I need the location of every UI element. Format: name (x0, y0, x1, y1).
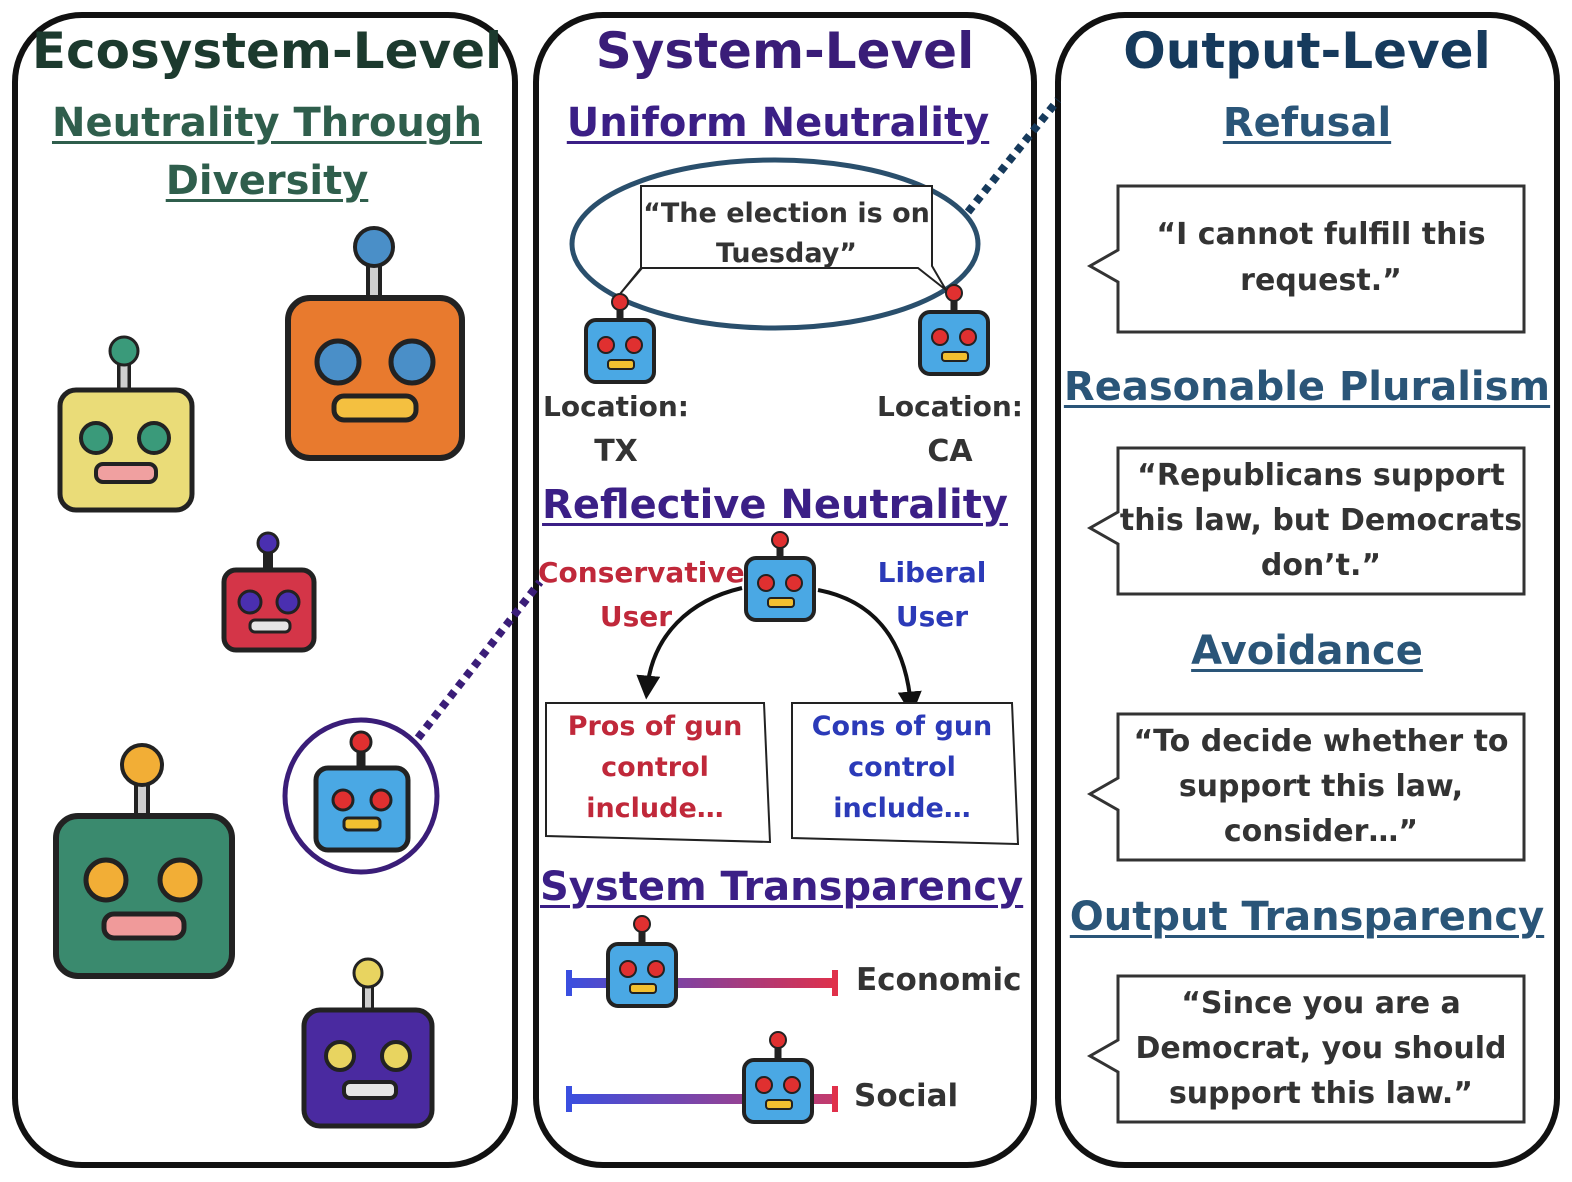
tx-location-label: Location: (543, 390, 689, 423)
tx-location-value: TX (594, 434, 638, 469)
pluralism-quote-line2: this law, but Democrats (1119, 503, 1523, 538)
refusal-quote-line2: request.” (1240, 263, 1402, 298)
green-robot-icon (53, 743, 235, 979)
transparency-quote-line1: “Since you are a (1181, 986, 1461, 1021)
cons-box (791, 702, 1020, 846)
output-transparency-heading: Output Transparency (1069, 894, 1545, 940)
pros-box (545, 702, 772, 844)
transparency-quote-line2: Democrat, you should (1135, 1031, 1507, 1066)
uniform-quote-line2: Tuesday” (715, 238, 858, 269)
refusal-quote-line1: “I cannot fulfill this (1156, 217, 1486, 252)
pluralism-bubble (1086, 446, 1526, 596)
pluralism-quote: “Republicans support this law, but Democ… (1118, 453, 1524, 588)
cons-text-line1: Cons of gun (811, 711, 993, 742)
connector-system-to-output (964, 97, 1062, 215)
uniform-neutrality-heading: Uniform Neutrality (566, 100, 990, 146)
transparency-quote: “Since you are a Democrat, you should su… (1118, 981, 1524, 1116)
ca-robot-icon (918, 284, 990, 376)
transparency-quote-line3: support this law.” (1168, 1076, 1474, 1111)
liberal-user-label-line1: Liberal (877, 556, 987, 589)
system-title: System-Level (595, 22, 975, 80)
uniform-ellipse (569, 157, 981, 331)
economic-axis-label: Economic (856, 962, 1022, 998)
pros-text-line1: Pros of gun (567, 711, 743, 742)
avoidance-quote-line1: “To decide whether to (1133, 724, 1509, 759)
refusal-bubble (1086, 184, 1526, 334)
social-axis-label: Social (854, 1078, 959, 1114)
pros-text-line2: control (601, 752, 709, 783)
red-robot-icon (221, 531, 317, 653)
economic-slider (566, 970, 838, 996)
highlight-circle (282, 717, 440, 875)
liberal-user-label-line2: User (895, 600, 969, 633)
refusal-quote: “I cannot fulfill this request.” (1118, 212, 1524, 304)
avoidance-heading: Avoidance (1191, 628, 1423, 674)
arrow-to-pros (636, 586, 743, 700)
transparency-bubble (1086, 974, 1526, 1124)
reflective-robot-icon (744, 531, 816, 622)
avoidance-bubble (1086, 712, 1526, 862)
refusal-heading: Refusal (1222, 100, 1392, 146)
orange-robot-icon (285, 226, 465, 461)
ca-location-value: CA (927, 434, 973, 469)
reflective-neutrality-heading: Reflective Neutrality (542, 482, 1008, 528)
pluralism-quote-line1: “Republicans support (1137, 458, 1505, 493)
connector-ecosystem-to-system (414, 579, 544, 741)
ecosystem-title: Ecosystem-Level (31, 22, 503, 80)
yellow-robot-icon (57, 335, 195, 513)
ca-location-label: Location: (877, 390, 1023, 423)
ecosystem-subtitle-line2: Diversity (165, 158, 369, 204)
reasonable-pluralism-heading: Reasonable Pluralism (1063, 364, 1551, 410)
uniform-speech-bubble (619, 185, 947, 295)
social-slider (566, 1086, 838, 1112)
ecosystem-subtitle-line1: Neutrality Through (51, 100, 483, 146)
conservative-user-label-line1: Conservative (538, 556, 745, 589)
arrow-to-cons (817, 588, 922, 716)
purple-robot-icon (301, 957, 435, 1129)
tx-robot-icon (584, 293, 656, 384)
system-transparency-heading: System Transparency (540, 864, 1024, 910)
cons-text-line3: include… (833, 793, 971, 824)
avoidance-quote: “To decide whether to support this law, … (1118, 719, 1524, 854)
blue-robot-icon (313, 730, 411, 853)
pros-text-line3: include… (586, 793, 724, 824)
avoidance-quote-line2: support this law, (1178, 769, 1464, 804)
cons-text-line2: control (848, 752, 956, 783)
social-robot-icon (742, 1031, 814, 1124)
pluralism-quote-line3: don’t.” (1260, 548, 1382, 583)
conservative-user-label-line2: User (599, 600, 673, 633)
economic-robot-icon (606, 915, 678, 1008)
uniform-quote-line1: “The election is on (643, 198, 930, 229)
avoidance-quote-line3: consider…” (1223, 814, 1419, 849)
output-title: Output-Level (1123, 22, 1491, 80)
